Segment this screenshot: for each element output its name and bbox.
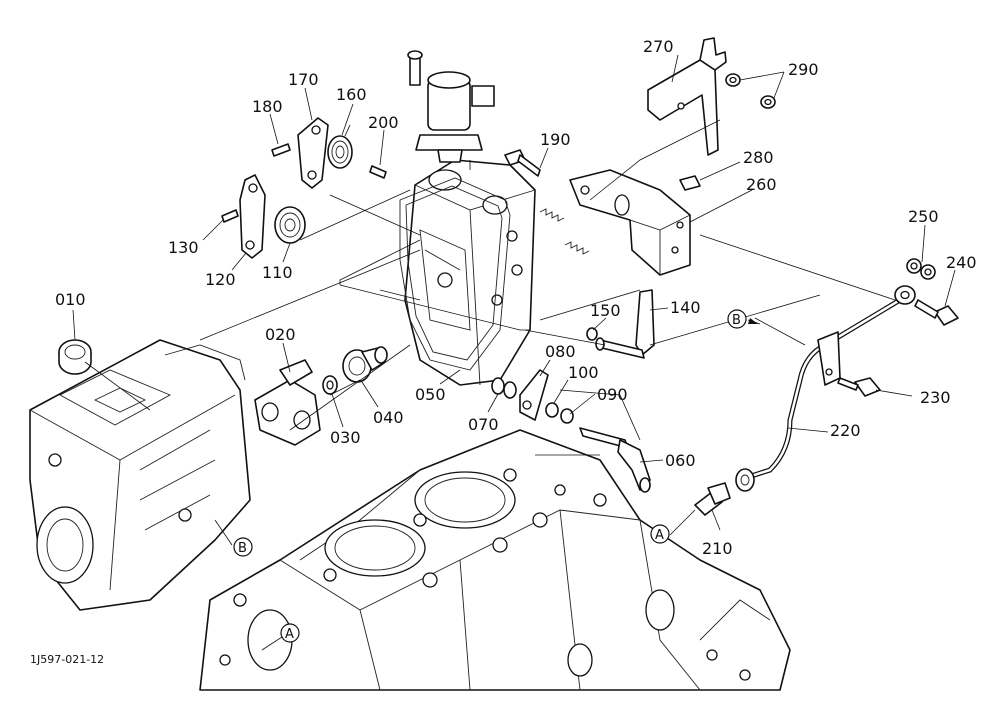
label-060: 060 — [665, 451, 696, 470]
label-110: 110 — [262, 263, 293, 282]
part-270-stay — [647, 37, 727, 156]
label-290: 290 — [788, 60, 819, 79]
label-270: 270 — [643, 37, 674, 56]
label-210: 210 — [702, 539, 733, 558]
solenoid — [407, 50, 495, 163]
part-190-bolt — [504, 149, 541, 177]
part-150-oring — [586, 327, 598, 341]
part-070-orings — [491, 377, 517, 399]
assembly-lines — [84, 119, 896, 651]
ref-a-left: A — [280, 623, 300, 643]
part-130-pin — [221, 209, 239, 223]
ref-b-left: B — [233, 537, 253, 557]
part-260-bracket — [569, 169, 691, 276]
label-010: 010 — [55, 290, 86, 309]
label-090: 090 — [597, 385, 628, 404]
label-150: 150 — [590, 301, 621, 320]
part-110-spring — [274, 206, 306, 244]
callout-leaders — [72, 54, 956, 531]
part-280-bolt — [679, 175, 701, 191]
part-010-plug — [58, 339, 92, 375]
part-210-fitting — [694, 482, 731, 516]
svg-text:A: A — [285, 627, 294, 642]
svg-text:B: B — [732, 313, 741, 328]
svg-text:A: A — [655, 528, 664, 543]
label-190: 190 — [540, 130, 571, 149]
part-230-bolt — [837, 377, 881, 397]
part-050-governor-housing — [404, 159, 536, 386]
part-250-washers — [906, 258, 936, 280]
part-080-lever — [519, 369, 549, 421]
label-280: 280 — [743, 148, 774, 167]
part-100-washer — [545, 402, 559, 418]
spring-upper — [539, 208, 565, 222]
ref-b-right: B — [727, 309, 761, 329]
part-180-pin — [271, 143, 291, 157]
svg-text:B: B — [238, 541, 247, 556]
spring-lower — [564, 241, 590, 255]
label-140: 140 — [670, 298, 701, 317]
label-230: 230 — [920, 388, 951, 407]
label-160: 160 — [336, 85, 367, 104]
part-050-gasket — [399, 177, 511, 371]
label-050: 050 — [415, 385, 446, 404]
part-labels: 010 020 030 040 050 060 070 080 090 100 … — [55, 37, 977, 558]
part-140-lever — [595, 289, 655, 359]
label-030: 030 — [330, 428, 361, 447]
label-260: 260 — [746, 175, 777, 194]
part-170-plate — [297, 117, 329, 189]
engine-block — [199, 429, 791, 691]
label-130: 130 — [168, 238, 199, 257]
part-160-spring — [327, 124, 353, 169]
part-040-sleeve — [342, 346, 388, 383]
part-060-shaft — [579, 427, 651, 493]
label-020: 020 — [265, 325, 296, 344]
label-070: 070 — [468, 415, 499, 434]
reference-markers: B B A A — [233, 309, 761, 643]
label-240: 240 — [946, 253, 977, 272]
label-080: 080 — [545, 342, 576, 361]
part-030-washer — [322, 375, 338, 395]
part-120-plate — [239, 174, 266, 259]
label-180: 180 — [252, 97, 283, 116]
part-020-fork — [254, 359, 321, 446]
part-220-pipe — [735, 285, 916, 492]
label-100: 100 — [568, 363, 599, 382]
ref-a-right: A — [650, 524, 670, 544]
label-200: 200 — [368, 113, 399, 132]
part-200-pin — [369, 165, 387, 179]
part-240-bolt — [914, 299, 959, 326]
label-170: 170 — [288, 70, 319, 89]
label-040: 040 — [373, 408, 404, 427]
figure-code: 1J597-021-12 — [30, 653, 104, 666]
part-090-washer — [560, 408, 574, 424]
gear-case — [29, 339, 251, 611]
label-250: 250 — [908, 207, 939, 226]
label-220: 220 — [830, 421, 861, 440]
label-120: 120 — [205, 270, 236, 289]
part-290-nuts — [725, 73, 776, 109]
